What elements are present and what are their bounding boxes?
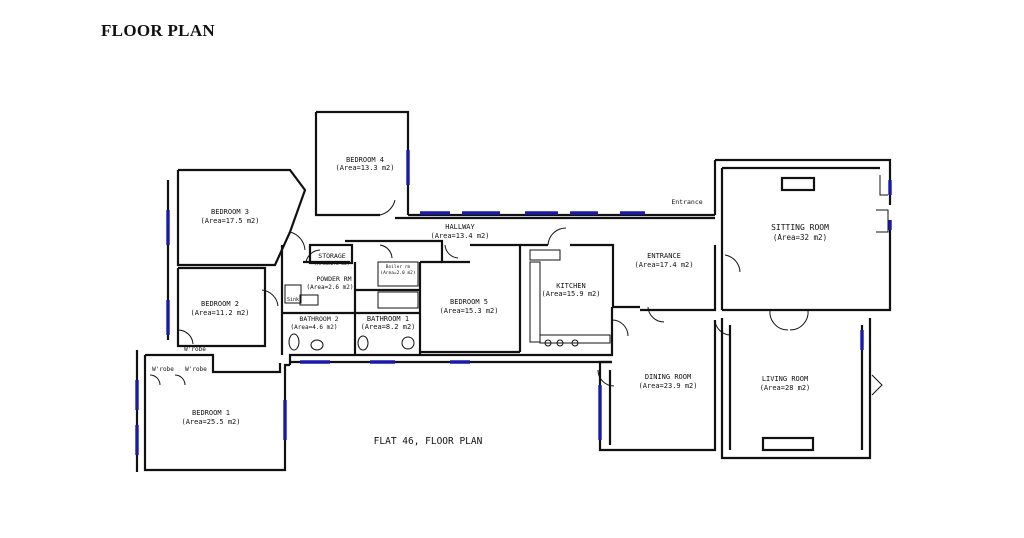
bathroom2-name: BATHROOM 2 <box>299 315 338 323</box>
kitchen-name: KITCHEN <box>556 282 586 290</box>
hallway-name: HALLWAY <box>445 223 475 231</box>
wrobe-label-3: W'robe <box>185 366 207 373</box>
boiler-area: (Area=2.0 m2) <box>380 270 415 276</box>
living-name: LIVING ROOM <box>762 375 808 383</box>
bedroom3-area: (Area=17.5 m2) <box>200 217 259 225</box>
plan-title: FLAT 46, FLOOR PLAN <box>374 436 483 447</box>
dining-area: (Area=23.9 m2) <box>638 382 697 390</box>
sink-label: Sink <box>287 297 299 303</box>
powder-name: POWDER RM <box>316 275 351 283</box>
wrobe-label-2: W'robe <box>152 366 174 373</box>
bedroom3-name: BEDROOM 3 <box>211 208 249 216</box>
bedroom5-area: (Area=15.3 m2) <box>439 307 498 315</box>
entrance-name: ENTRANCE <box>647 252 681 260</box>
boiler-name: Boiler rm <box>386 264 411 270</box>
sitting-name: SITTING ROOM <box>771 223 829 232</box>
bathroom2-area: (Area=4.6 m2) <box>291 324 338 331</box>
room-labels: BEDROOM 4 (Area=13.3 m2) BEDROOM 3 (Area… <box>152 156 829 447</box>
kitchen-area: (Area=15.9 m2) <box>541 290 600 298</box>
windows <box>135 150 892 455</box>
fixtures <box>284 249 611 351</box>
bedroom2-area: (Area=11.2 m2) <box>190 309 249 317</box>
dining-name: DINING ROOM <box>645 373 691 381</box>
bedroom2-name: BEDROOM 2 <box>201 300 239 308</box>
door-swings <box>149 199 883 396</box>
storage-area: (Area=2.8 m2) <box>314 261 349 267</box>
wrobe-label-1: W'robe <box>184 346 206 353</box>
powder-area: (Area=2.6 m2) <box>307 284 354 291</box>
bathroom1-name: BATHROOM 1 <box>367 315 409 323</box>
sitting-area: (Area=32 m2) <box>773 233 827 242</box>
living-area: (Area=28 m2) <box>760 384 811 392</box>
page-heading: FLOOR PLAN <box>101 21 215 40</box>
storage-name: STORAGE <box>318 252 345 260</box>
bedroom5-name: BEDROOM 5 <box>450 298 488 306</box>
bedroom1-name: BEDROOM 1 <box>192 409 230 417</box>
bathroom1-area: (Area=8.2 m2) <box>361 323 416 331</box>
walls <box>135 110 892 472</box>
bedroom4-area: (Area=13.3 m2) <box>335 164 394 172</box>
entrance-tag: Entrance <box>671 198 702 206</box>
bedroom4-name: BEDROOM 4 <box>346 156 384 164</box>
bedroom1-area: (Area=25.5 m2) <box>181 418 240 426</box>
entrance-area: (Area=17.4 m2) <box>634 261 693 269</box>
hallway-area: (Area=13.4 m2) <box>430 232 489 240</box>
